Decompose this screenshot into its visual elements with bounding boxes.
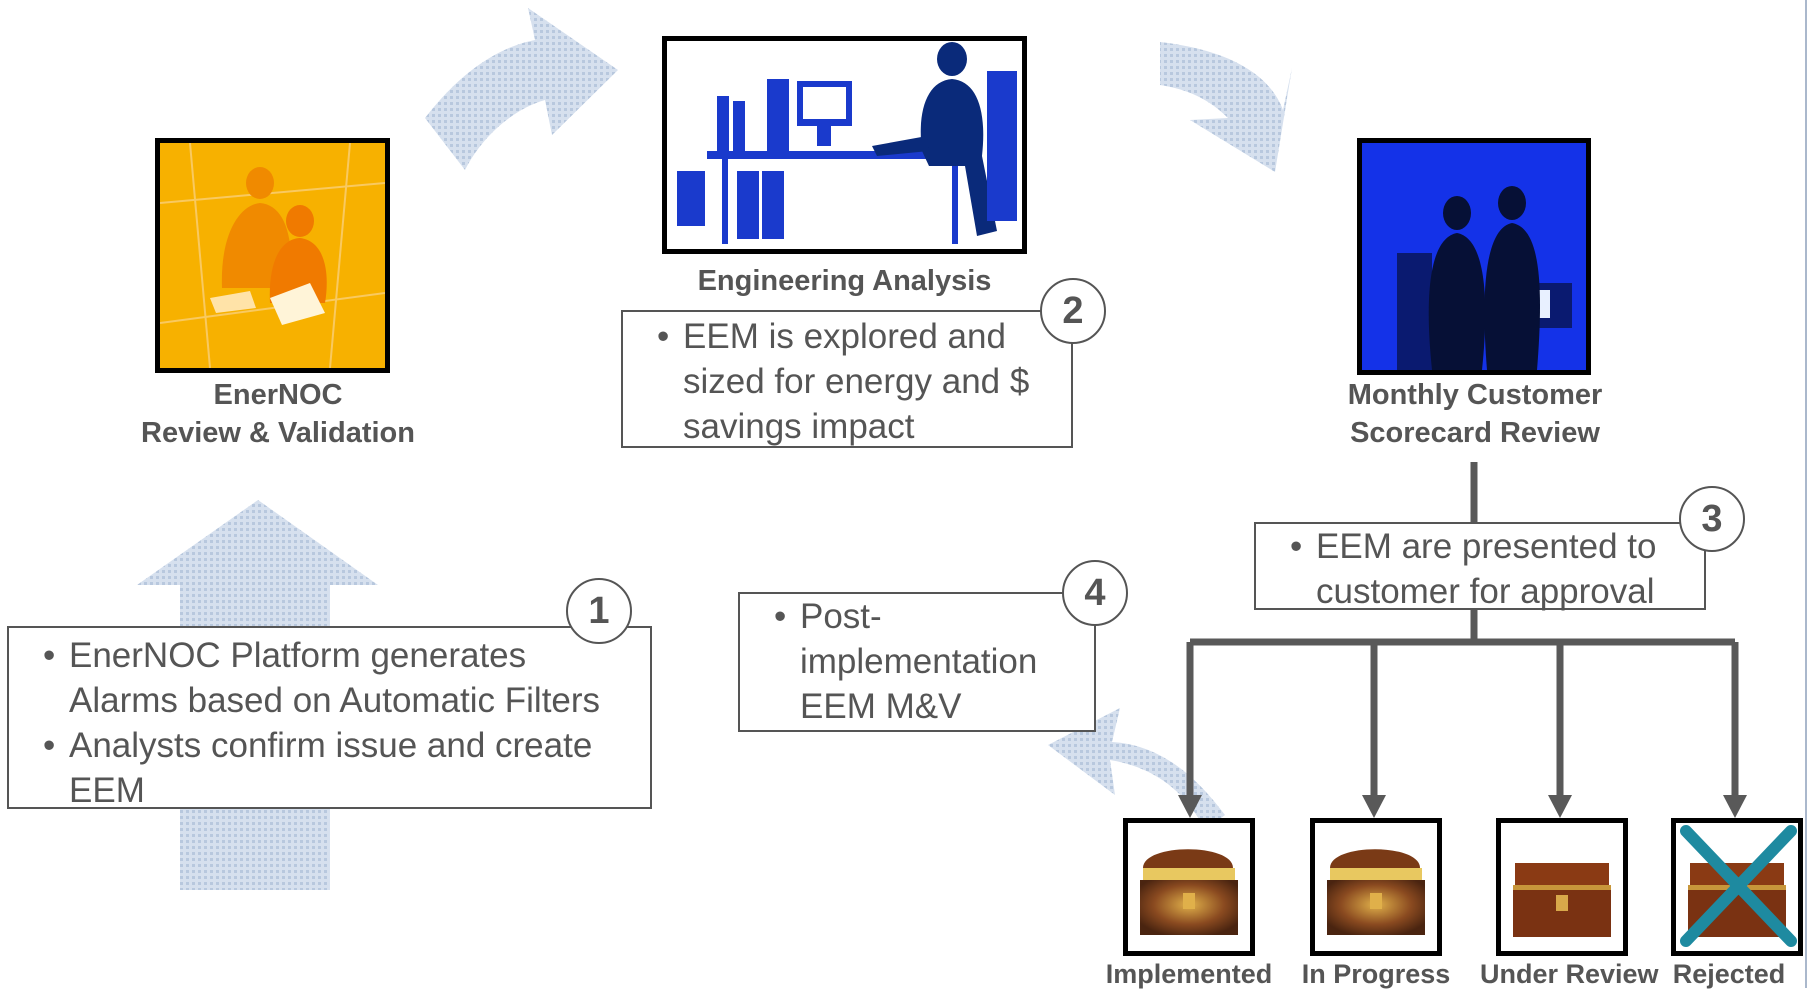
team-meeting-illustration [160,143,385,368]
customer-meeting-illustration [1362,143,1586,370]
treasure-chest-rejected-icon [1680,825,1797,947]
step1-bullet-2: Analysts confirm issue and create EEM [43,723,640,813]
step1-bullets: EnerNOC Platform generates Alarms based … [43,633,640,813]
engineer-desk-illustration [667,41,1022,249]
step1-box: EnerNOC Platform generates Alarms based … [7,626,652,810]
outcome-label-inprogress: In Progress [1301,959,1451,989]
treasure-chest-full-icon [1140,849,1238,935]
review-title-line1: EnerNOC [213,379,343,411]
outcome-underreview-chest [1496,818,1628,956]
scorecard-title-line2: Scorecard Review [1350,417,1600,449]
outcome-implemented-chest [1123,818,1255,956]
step2-bullets: EEM is explored and sized for energy and… [657,314,1061,449]
analysis-title: Engineering Analysis [697,265,992,297]
analysis-photo [662,36,1027,254]
treasure-chest-full-icon [1327,849,1425,935]
step1-number-badge: 1 [566,578,632,644]
outcome-label-implemented: Implemented [1105,959,1273,989]
step2-box: EEM is explored and sized for energy and… [621,310,1073,448]
flow-arrow-curved-2 [1160,42,1292,172]
reject-x-icon [1680,825,1797,947]
step2-number-badge: 2 [1040,278,1106,344]
step2-bullet-1: EEM is explored and sized for energy and… [657,314,1061,449]
flow-arrow-curved-1 [425,8,618,170]
step4-bullets: Post-implementation EEM M&V [774,594,1084,729]
step4-number-badge: 4 [1062,560,1128,626]
treasure-chest-closed-icon [1513,863,1611,937]
review-title: EnerNOC Review & Validation [118,376,438,452]
step3-bullet-1: EEM are presented to customer for approv… [1290,524,1694,614]
step4-bullet-1: Post-implementation EEM M&V [774,594,1084,729]
step4-box: Post-implementation EEM M&V [738,592,1096,732]
outcome-inprogress-chest [1310,818,1442,956]
flow-arrow-curved-3 [1048,708,1225,830]
scorecard-title: Monthly Customer Scorecard Review [1320,376,1630,452]
scorecard-title-line1: Monthly Customer [1347,379,1603,411]
review-title-line2: Review & Validation [141,417,415,449]
review-photo [155,138,390,373]
outcome-label-rejected: Rejected [1672,959,1786,989]
outcome-rejected-chest [1671,818,1803,956]
step3-number-badge: 3 [1679,486,1745,552]
step1-bullet-1: EnerNOC Platform generates Alarms based … [43,633,640,723]
step3-box: EEM are presented to customer for approv… [1254,522,1706,611]
step3-bullets: EEM are presented to customer for approv… [1290,524,1694,614]
scorecard-photo [1357,138,1591,375]
outcome-label-underreview: Under Review [1480,959,1659,989]
